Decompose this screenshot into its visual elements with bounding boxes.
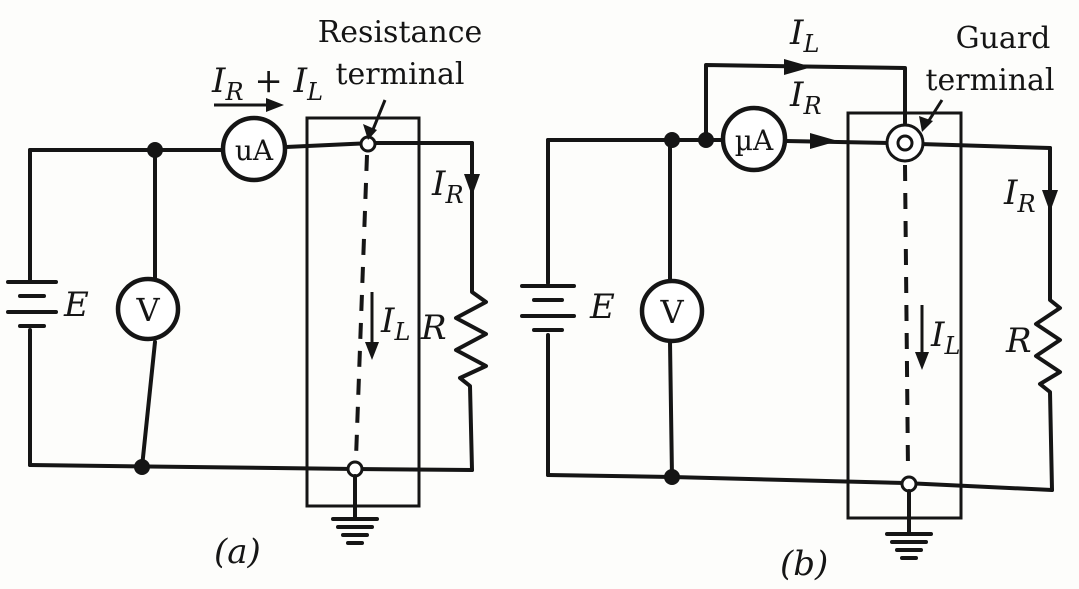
b-junction-top [664, 132, 680, 148]
diagram-a: V uA [6, 15, 488, 572]
b-guard-terminal-label-1: Guard [956, 21, 1051, 56]
a-junction-top [147, 142, 163, 158]
a-source-label: E [63, 285, 89, 325]
a-resistor-label: R [420, 308, 447, 348]
ammeter-icon [220, 115, 288, 183]
a-top-current-label: IR + IL [211, 61, 323, 106]
b-top-wire-right [784, 139, 894, 145]
a-leakage-label: IL [380, 301, 410, 346]
b-right-current-arrow-icon [1042, 190, 1058, 212]
diagram-b: V µA [520, 13, 1062, 584]
a-leakage-arrow-icon [365, 292, 379, 360]
a-ammeter-label: uA [235, 134, 274, 167]
a-leakage-path [354, 154, 369, 459]
b-junction-loop [698, 132, 714, 148]
a-terminal-pointer-arrow-icon [363, 99, 387, 140]
battery-icon [6, 280, 58, 328]
b-loop-current-arrow-icon [784, 59, 812, 75]
b-voltmeter-icon [639, 278, 705, 344]
b-ammeter-label: µA [735, 124, 774, 157]
b-bottom-wire [546, 473, 1054, 492]
b-loop-current-label: IL [789, 13, 819, 58]
b-top-wire-after-guard [918, 142, 1052, 150]
b-leakage-arrow-icon [915, 305, 929, 370]
a-voltmeter-wire-bottom [140, 340, 157, 469]
b-junction-bottom [664, 469, 680, 485]
ground-icon [331, 474, 379, 545]
a-ground-terminal [346, 460, 364, 478]
a-top-current-arrow-icon [214, 98, 284, 112]
b-source-label: E [589, 287, 615, 327]
a-top-wire-right [284, 141, 474, 149]
a-right-wire [454, 141, 488, 472]
b-resistor-label: R [1005, 321, 1032, 361]
b-specimen-box [846, 111, 963, 520]
b-meter-current-label: IR [789, 75, 822, 120]
a-junction-bottom [134, 459, 150, 475]
b-voltmeter-label: V [659, 293, 684, 331]
b-voltmeter-wire-bottom [668, 340, 674, 479]
b-guard-pointer-arrow-icon [919, 99, 944, 132]
b-right-current-label: IR [1003, 173, 1036, 218]
b-caption: (b) [780, 544, 828, 584]
a-resistance-terminal-label-1: Resistance [318, 15, 483, 50]
a-resistance-terminal-label-2: terminal [336, 57, 465, 92]
b-right-wire [1034, 146, 1062, 492]
a-voltmeter-label: V [135, 291, 160, 329]
b-leakage-path [903, 164, 910, 471]
voltmeter-icon [115, 276, 181, 342]
b-ground-terminal [900, 475, 918, 493]
a-right-current-label: IR [431, 164, 464, 209]
a-right-current-arrow-icon [464, 174, 480, 196]
b-meter-current-arrow-icon [810, 133, 838, 149]
b-leakage-label: IL [930, 315, 960, 360]
a-specimen-box [305, 116, 421, 508]
b-ground-icon [885, 489, 933, 560]
b-guard-terminal-label-2: terminal [926, 63, 1055, 98]
a-bottom-wire [28, 463, 474, 472]
b-guard-terminal [885, 123, 925, 163]
b-ammeter-icon [720, 105, 788, 173]
a-caption: (a) [214, 532, 261, 572]
b-battery-icon [520, 284, 576, 332]
